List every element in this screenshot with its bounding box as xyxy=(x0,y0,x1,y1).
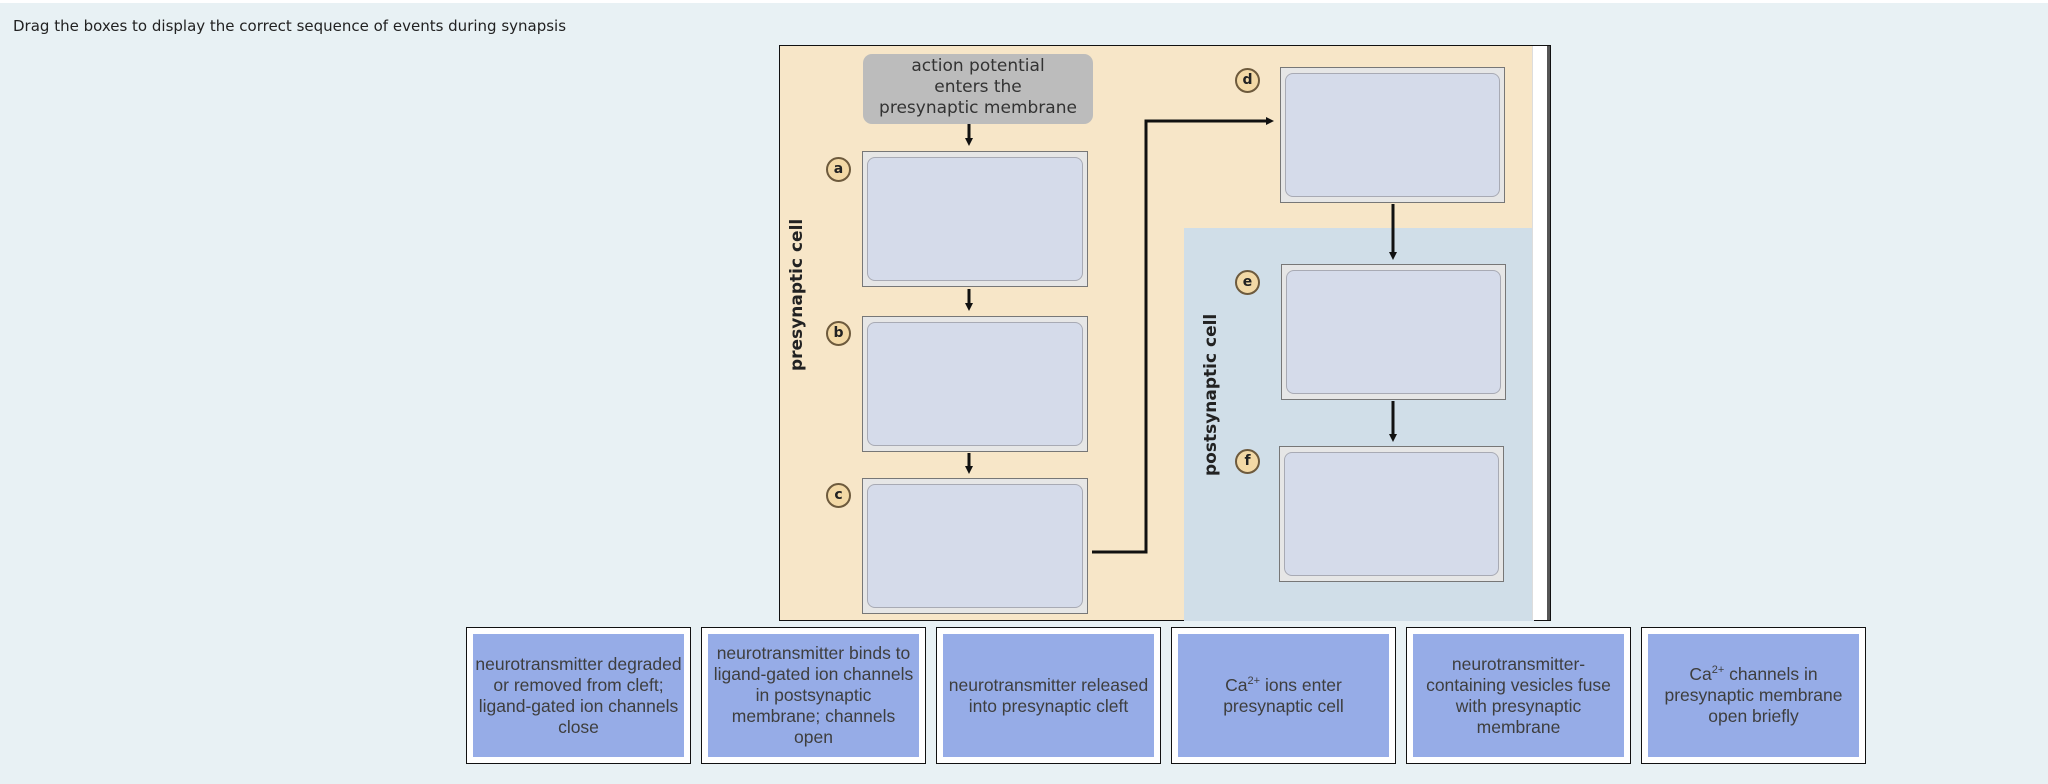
drop-slot-f[interactable] xyxy=(1279,446,1504,582)
drop-slot-f-area[interactable] xyxy=(1284,452,1499,576)
presynaptic-cell-label: presynaptic cell xyxy=(787,218,807,371)
drop-slot-a-area[interactable] xyxy=(867,157,1083,281)
ca-suffix: channels in presynaptic membrane open br… xyxy=(1664,664,1843,726)
drop-slot-b-area[interactable] xyxy=(867,322,1083,446)
choice-ca-channels-label[interactable]: Ca2+ channels in presynaptic membrane op… xyxy=(1648,634,1859,757)
badge-a: a xyxy=(826,157,851,182)
ca-prefix: Ca xyxy=(1225,674,1248,695)
start-box-line: enters the xyxy=(934,77,1022,97)
badge-f: f xyxy=(1235,449,1260,474)
choice-vesicles-label[interactable]: neurotransmitter-containing vesicles fus… xyxy=(1413,634,1624,757)
choice-tile-degraded[interactable]: neurotransmitter degraded or removed fro… xyxy=(466,627,691,764)
choice-ca-enter-label[interactable]: Ca2+ ions enter presynaptic cell xyxy=(1178,634,1389,757)
drop-slot-e[interactable] xyxy=(1281,264,1506,400)
choice-tile-ca-channels[interactable]: Ca2+ channels in presynaptic membrane op… xyxy=(1641,627,1866,764)
choice-tile-released[interactable]: neurotransmitter released into presynapt… xyxy=(936,627,1161,764)
drop-slot-d[interactable] xyxy=(1280,67,1505,203)
drop-slot-e-area[interactable] xyxy=(1286,270,1501,394)
start-box-line: action potential xyxy=(911,56,1045,76)
instruction-text: Drag the boxes to display the correct se… xyxy=(13,17,567,35)
ca-suffix: ions enter presynaptic cell xyxy=(1223,674,1344,716)
badge-c: c xyxy=(826,483,851,508)
ca-superscript: 2+ xyxy=(1247,674,1261,687)
drop-slot-c[interactable] xyxy=(862,478,1088,614)
ca-superscript: 2+ xyxy=(1711,664,1725,677)
top-strip xyxy=(0,0,2048,3)
choice-tile-ca-enter[interactable]: Ca2+ ions enter presynaptic cell xyxy=(1171,627,1396,764)
synapse-diagram: action potential enters the presynaptic … xyxy=(779,45,1551,621)
choice-binds-label[interactable]: neurotransmitter binds to ligand-gated i… xyxy=(708,634,919,757)
choice-degraded-label[interactable]: neurotransmitter degraded or removed fro… xyxy=(473,634,684,757)
diagram-right-edge xyxy=(1532,46,1550,620)
choice-released-label[interactable]: neurotransmitter released into presynapt… xyxy=(943,634,1154,757)
badge-b: b xyxy=(826,321,851,346)
drop-slot-c-area[interactable] xyxy=(867,484,1083,608)
drop-slot-b[interactable] xyxy=(862,316,1088,452)
drop-slot-d-area[interactable] xyxy=(1285,73,1500,197)
badge-d: d xyxy=(1235,68,1260,93)
badge-e: e xyxy=(1235,270,1260,295)
postsynaptic-cell-label: postsynaptic cell xyxy=(1201,313,1221,476)
start-box-line: presynaptic membrane xyxy=(879,98,1077,118)
choice-tile-vesicles[interactable]: neurotransmitter-containing vesicles fus… xyxy=(1406,627,1631,764)
drop-slot-a[interactable] xyxy=(862,151,1088,287)
start-box-action-potential: action potential enters the presynaptic … xyxy=(863,54,1093,124)
choice-tile-binds[interactable]: neurotransmitter binds to ligand-gated i… xyxy=(701,627,926,764)
ca-prefix: Ca xyxy=(1689,664,1712,684)
